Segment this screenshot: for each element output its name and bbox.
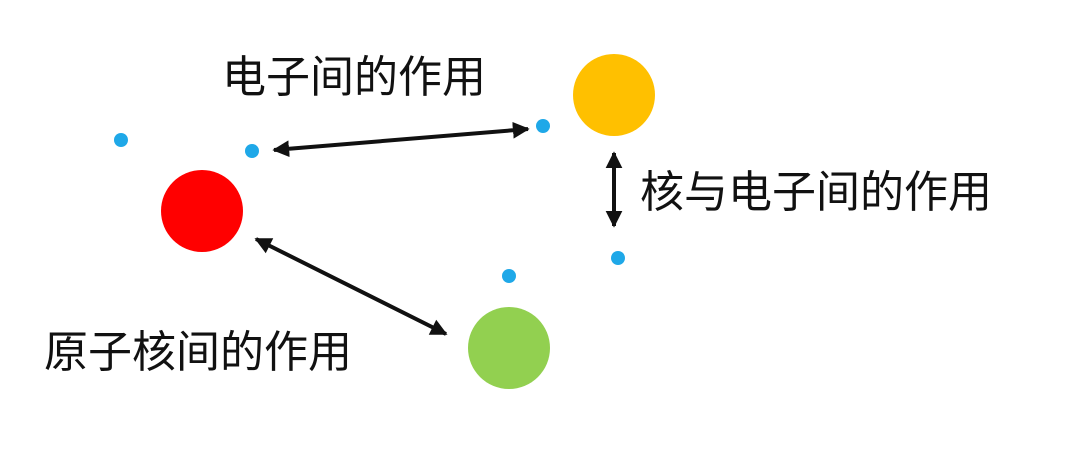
nuclei-interaction-label: 原子核间的作用 [44,327,352,378]
electron-dot [502,269,516,283]
electron-dot [611,251,625,265]
electron-dot [245,144,259,158]
nucleus-yellow [573,54,655,136]
nucleus-green [468,307,550,389]
electron-electron-arrow [272,121,530,158]
electron-dot [536,119,550,133]
electron-dot [114,133,128,147]
electron-interaction-label: 电子间的作用 [222,52,486,103]
nucleus-nucleus-arrow [254,237,448,336]
nucleus-electron-interaction-label: 核与电子间的作用 [640,167,992,218]
nucleus-red [161,170,243,252]
